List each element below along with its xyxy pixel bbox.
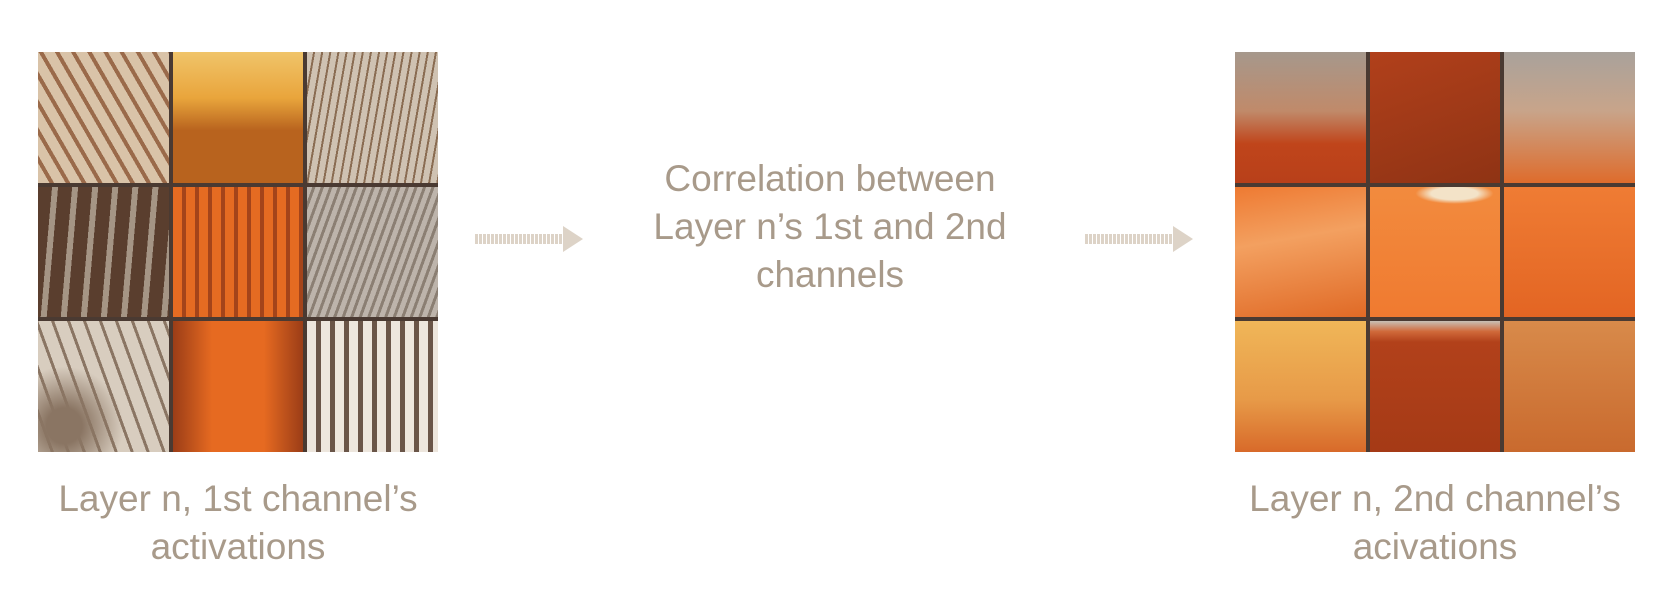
second-channel-tile-9 xyxy=(1504,321,1635,452)
first-channel-caption: Layer n, 1st channel’s activations xyxy=(8,475,468,571)
correlation-line-3: channels xyxy=(755,254,905,295)
first-channel-tile-2 xyxy=(172,52,304,183)
second-channel-activations-grid xyxy=(1235,52,1635,452)
second-channel-caption-line-2: acivations xyxy=(1352,526,1518,567)
first-channel-tile-8 xyxy=(172,321,304,452)
second-channel-caption: Layer n, 2nd channel’s acivations xyxy=(1205,475,1665,571)
arrow-right-icon xyxy=(1085,224,1195,254)
second-channel-tile-6 xyxy=(1504,186,1635,318)
second-channel-tile-1 xyxy=(1235,52,1366,183)
second-channel-tile-7 xyxy=(1235,321,1366,452)
correlation-line-2: Layer n’s 1st and 2nd xyxy=(653,206,1007,247)
second-channel-tile-5 xyxy=(1369,186,1501,318)
second-channel-tile-8 xyxy=(1369,321,1501,452)
second-channel-tile-3 xyxy=(1504,52,1635,183)
first-channel-tile-4 xyxy=(38,186,169,318)
first-channel-tile-1 xyxy=(38,52,169,183)
first-channel-tile-3 xyxy=(307,52,438,183)
second-channel-tile-4 xyxy=(1235,186,1366,318)
first-channel-activations-grid xyxy=(38,52,438,452)
correlation-description: Correlation between Layer n’s 1st and 2n… xyxy=(600,155,1060,299)
first-channel-tile-5 xyxy=(172,186,304,318)
first-channel-tile-6 xyxy=(307,186,438,318)
first-channel-tile-7 xyxy=(38,321,169,452)
second-channel-caption-line-1: Layer n, 2nd channel’s xyxy=(1249,478,1621,519)
first-channel-caption-line-1: Layer n, 1st channel’s xyxy=(58,478,418,519)
first-channel-caption-line-2: activations xyxy=(150,526,326,567)
correlation-line-1: Correlation between xyxy=(664,158,996,199)
first-channel-tile-9 xyxy=(307,321,438,452)
second-channel-tile-2 xyxy=(1369,52,1501,183)
arrow-right-icon xyxy=(475,224,585,254)
